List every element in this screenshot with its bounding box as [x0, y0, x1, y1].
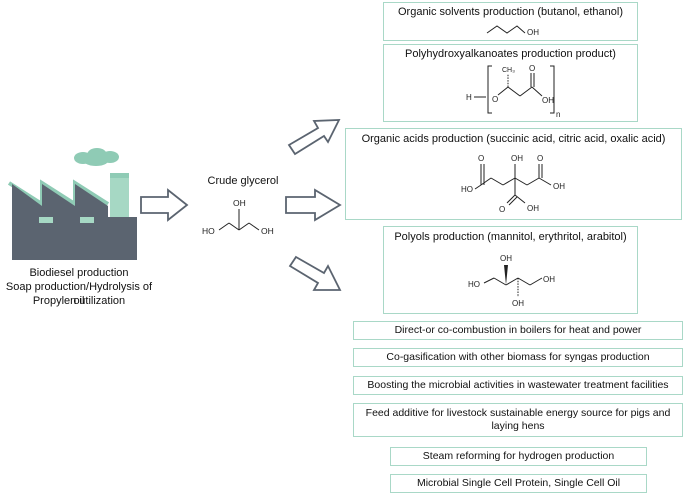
polyol-structure: OH HO OH OH	[468, 254, 555, 308]
svg-text:OH: OH	[511, 154, 523, 163]
svg-text:OH: OH	[542, 96, 554, 105]
box-title: Polyols production (mannitol, erythritol…	[394, 231, 627, 243]
box-title: Organic solvents production (butanol, et…	[397, 6, 624, 18]
factory-window	[80, 217, 94, 223]
factory-label-2: Soap production/Hydrolysis of oil	[5, 281, 153, 307]
application-combustion: Direct-or co-combustion in boilers for h…	[353, 321, 683, 340]
glycerol-atom-left: HO	[202, 226, 215, 236]
box-polyols: Polyols production (mannitol, erythritol…	[383, 226, 638, 314]
citric-acid-structure: O OH O HO OH O OH	[461, 154, 565, 214]
application-feed-additive: Feed additive for livestock sustainable …	[353, 403, 683, 437]
svg-text:OH: OH	[553, 182, 565, 191]
svg-text:O: O	[537, 154, 543, 163]
svg-text:HO: HO	[461, 185, 473, 194]
factory-roof	[7, 179, 110, 208]
arrow-to-organic-acids	[285, 188, 342, 222]
factory-window	[39, 217, 53, 223]
factory-label-3: Propylen utilization	[32, 295, 126, 307]
glycerol-atom-top: OH	[233, 198, 246, 208]
box-title: Organic acids production (succinic acid,…	[361, 133, 666, 145]
svg-text:OH: OH	[543, 275, 555, 284]
application-co-gasification: Co-gasification with other biomass for s…	[353, 348, 683, 367]
svg-text:O: O	[499, 205, 505, 214]
crude-glycerol-title: Crude glycerol	[207, 175, 279, 187]
box-organic-solvents: Organic solvents production (butanol, et…	[383, 2, 638, 41]
application-single-cell: Microbial Single Cell Protein, Single Ce…	[390, 474, 647, 493]
glycerol-atom-right: OH	[261, 226, 274, 236]
svg-text:OH: OH	[500, 254, 512, 263]
glycerol-structure: OH HO OH	[202, 198, 274, 236]
svg-text:O: O	[492, 95, 498, 104]
box-title: Polyhydroxyalkanoates production product…	[405, 48, 616, 60]
svg-text:OH: OH	[527, 28, 539, 37]
pha-structure: H O CH₃ O OH n	[466, 64, 560, 119]
factory-icon	[7, 148, 137, 260]
svg-text:H: H	[466, 93, 472, 102]
arrow-factory-to-glycerol	[140, 188, 189, 222]
svg-text:OH: OH	[527, 204, 539, 213]
arrow-to-solvents	[287, 119, 341, 156]
svg-text:O: O	[529, 64, 535, 73]
factory-label-1: Biodiesel production	[29, 267, 129, 279]
svg-text:n: n	[556, 110, 560, 119]
butanol-structure: OH	[486, 25, 539, 37]
svg-text:OH: OH	[512, 299, 524, 308]
box-polyhydroxyalkanoates: Polyhydroxyalkanoates production product…	[383, 44, 638, 122]
factory-illustration	[0, 140, 160, 265]
arrow-to-polyols	[288, 255, 342, 291]
svg-text:CH₃: CH₃	[502, 67, 515, 74]
application-steam-reforming: Steam reforming for hydrogen production	[390, 447, 647, 466]
svg-text:O: O	[478, 154, 484, 163]
application-wastewater: Boosting the microbial activities in was…	[353, 376, 683, 395]
svg-text:HO: HO	[468, 280, 480, 289]
chimney	[110, 173, 129, 217]
smoke-cloud	[74, 148, 119, 166]
box-organic-acids: Organic acids production (succinic acid,…	[345, 128, 682, 220]
factory-body	[12, 184, 137, 260]
